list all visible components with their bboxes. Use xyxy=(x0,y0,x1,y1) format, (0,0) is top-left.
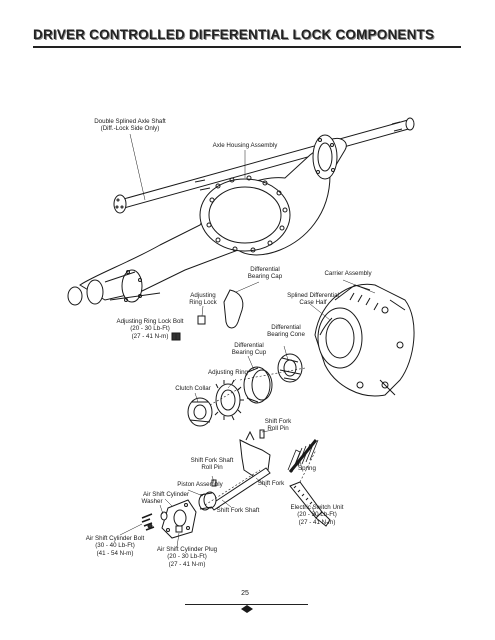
label-diff-bearing-cone: Differential Bearing Cone xyxy=(267,324,305,339)
label-washer: Washer xyxy=(141,498,163,505)
label-shift-fork: Shift Fork xyxy=(257,480,285,487)
electric-switch-illustration xyxy=(289,481,331,527)
bearing-cup-illustration xyxy=(243,366,273,404)
label-diff-bearing-cap: Differential Bearing Cap xyxy=(247,266,283,281)
shift-fork-shaft-illustration xyxy=(209,467,271,511)
bearing-cone-illustration xyxy=(277,353,303,383)
title-underline xyxy=(33,46,461,48)
label-air-shift-cylinder: Air Shift Cylinder xyxy=(142,491,190,498)
label-electric-switch-unit: Electric Switch Unit (20 - 30 Lb-Ft) (27… xyxy=(290,504,344,526)
axle-housing-illustration xyxy=(67,134,347,306)
label-spring: Spring xyxy=(298,465,316,472)
label-clutch-collar: Clutch Collar xyxy=(175,385,211,392)
spring-illustration xyxy=(287,439,319,473)
label-axle-housing: Axle Housing Assembly xyxy=(212,142,278,149)
label-adjusting-ring-lock: Adjusting Ring Lock xyxy=(189,292,217,307)
label-adj-ring-lock-bolt: Adjusting Ring Lock Bolt (20 - 30 Lb-Ft)… xyxy=(116,318,184,340)
diamond-icon xyxy=(241,605,253,613)
label-diff-bearing-cup: Differential Bearing Cup xyxy=(231,342,267,357)
piston-assembly-illustration xyxy=(198,491,217,511)
air-shift-cylinder-bolt-illustration xyxy=(141,513,155,531)
label-axle-shaft: Double Splined Axle Shaft (Diff.-Lock Si… xyxy=(94,118,166,133)
label-shift-fork-roll-pin: Shift Fork Roll Pin xyxy=(264,418,292,433)
label-splined-case-half: Splined Differential Case Half xyxy=(287,292,339,307)
label-shift-fork-shaft: Shift Fork Shaft xyxy=(216,507,260,514)
page-title: DRIVER CONTROLLED DIFFERENTIAL LOCK COMP… xyxy=(33,27,435,42)
adjusting-ring-illustration xyxy=(214,379,244,421)
label-carrier-assembly: Carrier Assembly xyxy=(324,270,372,277)
label-piston-assembly: Piston Assembly xyxy=(177,481,223,488)
label-air-shift-cylinder-plug: Air Shift Cylinder Plug (20 - 30 Lb-Ft) … xyxy=(156,546,218,568)
air-shift-cylinder-plug-illustration xyxy=(175,525,183,533)
assembly-guide-lines xyxy=(204,367,317,506)
page-number: 25 xyxy=(241,590,249,597)
clutch-collar-illustration xyxy=(187,397,213,427)
label-air-shift-cylinder-bolt: Air Shift Cylinder Bolt (30 - 40 Lb-Ft) … xyxy=(85,535,145,557)
label-shift-fork-shaft-roll-pin: Shift Fork Shaft Roll Pin xyxy=(190,457,234,472)
leader-lines xyxy=(119,133,376,548)
carrier-assembly-illustration xyxy=(314,283,415,397)
washer-illustration xyxy=(160,511,168,521)
label-adjusting-ring: Adjusting Ring xyxy=(208,369,248,376)
adjusting-ring-lock-illustration xyxy=(197,289,244,329)
footer-rule xyxy=(185,604,308,605)
